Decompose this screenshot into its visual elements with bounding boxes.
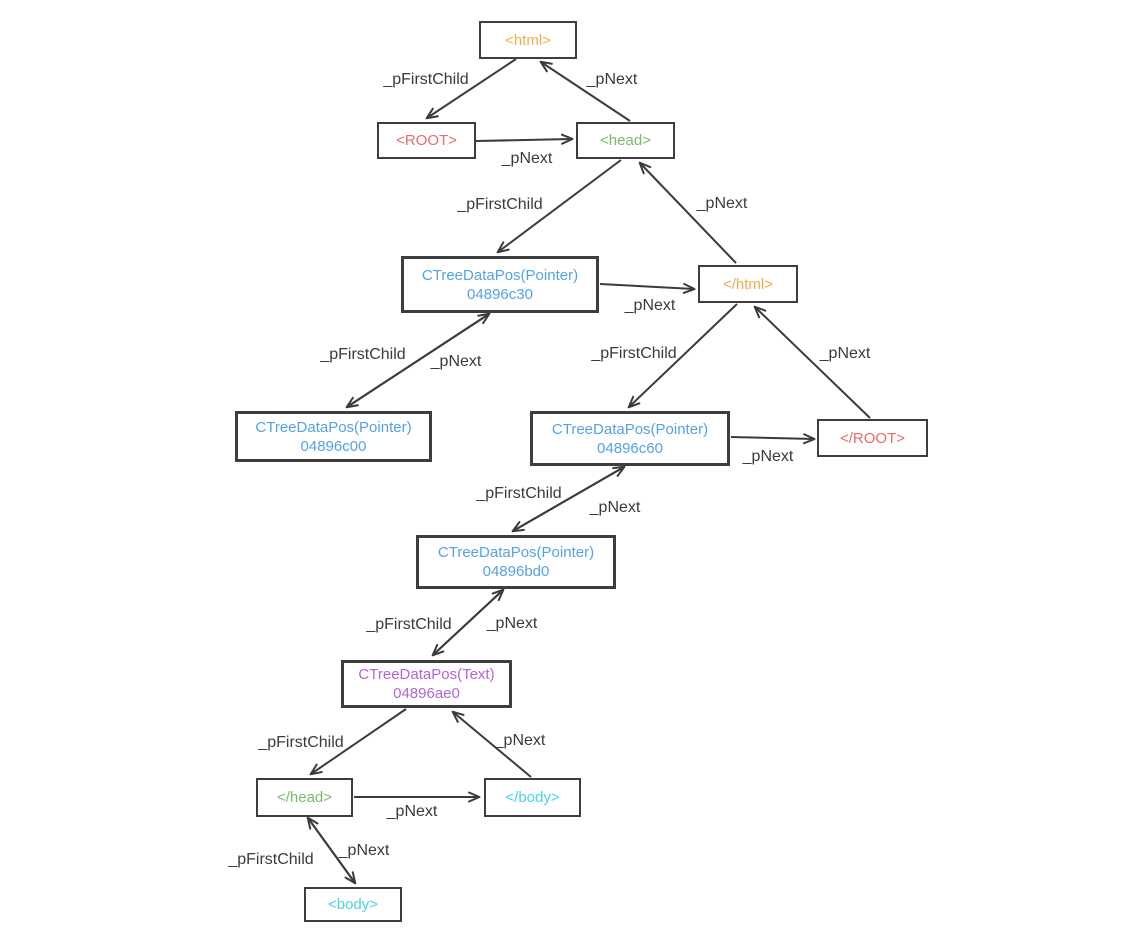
node-body-open[interactable]: <body> (304, 887, 402, 922)
edge-html-close-to-ctp-c60 (627, 303, 738, 409)
edge-label-pnext: _pNext (386, 803, 438, 821)
node-address: 04896c00 (300, 437, 367, 455)
node-address: 04896ae0 (393, 685, 460, 702)
edge-label-pfirstchild: _pFirstChild (591, 345, 677, 363)
edge-label-pnext: _pNext (494, 732, 546, 750)
edge-html-close-to-head-open (638, 161, 737, 264)
node-html-close[interactable]: </html> (698, 265, 798, 303)
node-address: 04896c30 (467, 285, 533, 303)
node-body-close[interactable]: </body> (484, 778, 581, 817)
edge-label-pfirstchild: _pFirstChild (366, 616, 452, 634)
edge-label-pnext: _pNext (501, 150, 553, 168)
edge-label-pnext: _pNext (486, 615, 538, 633)
node-label: <ROOT> (396, 132, 457, 149)
edge-body-open-to-head-close (306, 816, 356, 884)
node-label: </ROOT> (839, 429, 906, 447)
edge-html-open-to-root-open (425, 58, 517, 120)
edge-ctp-c00-to-ctp-c30 (346, 312, 491, 408)
edge-label-pnext: _pNext (742, 448, 794, 466)
edge-label-pfirstchild: _pFirstChild (258, 734, 344, 752)
node-ctreedatapos-ae0[interactable]: CTreeDataPos(Text) 04896ae0 (341, 660, 512, 708)
node-ctreedatapos-bd0[interactable]: CTreeDataPos(Pointer) 04896bd0 (416, 535, 616, 589)
edge-label-pnext: _pNext (338, 842, 390, 860)
node-html-open[interactable]: <html> (479, 21, 577, 59)
edge-label-pnext: _pNext (696, 195, 748, 213)
node-label: CTreeDataPos(Pointer) (437, 544, 595, 561)
node-label: <head> (600, 132, 651, 149)
node-address: 04896c60 (597, 439, 663, 457)
edge-ctp-c30-to-html-close (599, 282, 696, 294)
edge-label-pnext: _pNext (819, 345, 871, 363)
node-label: </body> (505, 789, 560, 806)
edge-label-pfirstchild: _pFirstChild (383, 71, 469, 89)
edge-label-pfirstchild: _pFirstChild (320, 346, 406, 364)
edge-head-open-to-ctp-c30 (496, 159, 622, 254)
node-label: CTreeDataPos(Pointer) (255, 418, 412, 436)
edge-label-pnext: _pNext (589, 499, 641, 517)
edge-label-pfirstchild: _pFirstChild (457, 196, 543, 214)
node-ctreedatapos-c30[interactable]: CTreeDataPos(Pointer) 04896c30 (401, 256, 599, 313)
node-label: </html> (722, 275, 774, 293)
node-address: 04896bd0 (482, 563, 550, 580)
node-root-close[interactable]: </ROOT> (817, 419, 928, 457)
edge-label-pnext: _pNext (624, 297, 676, 315)
edge-label-pfirstchild: _pFirstChild (228, 851, 314, 869)
edge-ctp-bd0-to-ctp-c60 (512, 465, 626, 532)
node-label: CTreeDataPos(Text) (358, 666, 495, 683)
edge-root-open-to-head-open (475, 133, 574, 145)
node-label: <html> (505, 31, 551, 49)
node-label: CTreeDataPos(Pointer) (421, 266, 579, 284)
edge-label-pfirstchild: _pFirstChild (476, 485, 562, 503)
node-label: <body> (327, 896, 379, 913)
node-root-open[interactable]: <ROOT> (377, 122, 476, 159)
edge-head-open-to-html-open (539, 60, 631, 122)
node-head-open[interactable]: <head> (576, 122, 675, 159)
node-ctreedatapos-c60[interactable]: CTreeDataPos(Pointer) 04896c60 (530, 411, 730, 466)
node-label: CTreeDataPos(Pointer) (551, 420, 709, 438)
node-head-close[interactable]: </head> (256, 778, 353, 817)
edge-body-close-to-ctp-ae0 (451, 710, 532, 778)
node-ctreedatapos-c00[interactable]: CTreeDataPos(Pointer) 04896c00 (235, 411, 432, 462)
edge-label-pnext: _pNext (430, 353, 482, 371)
node-label: </head> (276, 789, 333, 806)
edge-label-pnext: _pNext (586, 71, 638, 89)
edge-ctp-c60-to-root-close (730, 433, 816, 445)
edge-root-close-to-html-close (753, 305, 871, 419)
edge-ctp-ae0-to-ctp-bd0 (432, 588, 505, 656)
edge-ctp-ae0-to-head-close (309, 708, 407, 776)
